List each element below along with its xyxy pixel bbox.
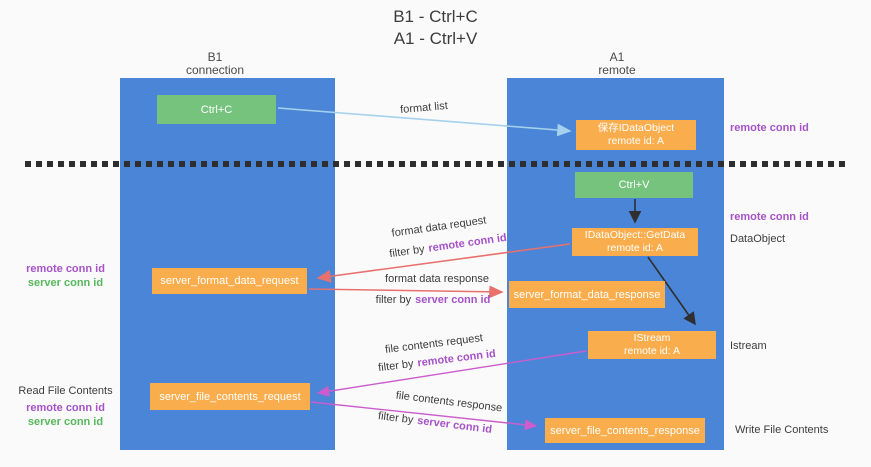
- getdata-line1: IDataObject::GetData: [584, 229, 686, 241]
- server-conn-id-highlight: server conn id: [415, 294, 491, 306]
- remote-conn-id-highlight: remote conn id: [427, 231, 508, 255]
- istream-line1: IStream: [633, 332, 671, 344]
- server-file-contents-request-label: server_file_contents_request: [159, 390, 301, 403]
- ctrl-v-box: Ctrl+V: [575, 172, 693, 198]
- idataobject-getdata-box: IDataObject::GetData remote id: A: [572, 228, 698, 256]
- filter-by-text: filter by: [377, 410, 415, 427]
- server-file-contents-request-box: server_file_contents_request: [150, 383, 310, 410]
- server-conn-id-left-2: server conn id: [27, 416, 104, 428]
- istream-side-label: Istream: [730, 340, 767, 352]
- lane-right-name: A1: [609, 50, 625, 64]
- remote-conn-id-right-2: remote conn id: [730, 211, 809, 223]
- save-idataobject-line2: remote id: A: [607, 135, 665, 147]
- server-format-data-response-box: server_format_data_response: [509, 281, 665, 308]
- server-file-contents-response-box: server_file_contents_response: [545, 418, 705, 443]
- save-idataobject-line1: 保存IDataObject: [597, 122, 675, 134]
- remote-conn-id-left-2: remote conn id: [26, 402, 105, 414]
- title-line-2: A1 - Ctrl+V: [393, 29, 478, 48]
- format-data-response-label: format data response: [385, 273, 489, 285]
- lane-right-role: remote: [598, 63, 636, 77]
- lane-left-header: B1 connection: [135, 51, 295, 77]
- lane-left-role: connection: [185, 63, 245, 77]
- arrow-format-data-response: [308, 285, 504, 299]
- file-contents-response-label: file contents response: [395, 389, 503, 415]
- istream-box: IStream remote id: A: [588, 331, 716, 359]
- server-conn-id-highlight: server conn id: [416, 414, 493, 436]
- write-file-contents-label: Write File Contents: [735, 424, 829, 436]
- istream-line2: remote id: A: [623, 345, 681, 357]
- ctrl-v-label: Ctrl+V: [618, 179, 650, 191]
- server-conn-id-left-1: server conn id: [27, 277, 104, 289]
- remote-conn-id-right-1: remote conn id: [730, 122, 809, 134]
- server-format-data-request-label: server_format_data_request: [160, 275, 299, 287]
- save-idataobject-box: 保存IDataObject remote id: A: [576, 120, 696, 150]
- getdata-line2: remote id: A: [606, 242, 664, 254]
- title-line-1: B1 - Ctrl+C: [393, 7, 478, 26]
- filter-by-text: filter by: [388, 243, 426, 261]
- filter-by-text: filter by: [375, 294, 412, 306]
- ctrl-c-label: Ctrl+C: [200, 103, 233, 116]
- dataobject-label: DataObject: [730, 233, 786, 245]
- remote-conn-id-highlight: remote conn id: [416, 347, 497, 370]
- server-file-contents-response-label: server_file_contents_response: [550, 424, 700, 437]
- lane-right-header: A1 remote: [537, 51, 697, 77]
- server-format-data-request-box: server_format_data_request: [152, 268, 307, 294]
- format-list-label: format list: [399, 99, 449, 117]
- remote-conn-id-left-1: remote conn id: [26, 263, 105, 275]
- ctrl-c-box: Ctrl+C: [157, 95, 276, 124]
- read-file-contents-label: Read File Contents: [18, 385, 113, 397]
- page-title: B1 - Ctrl+C A1 - Ctrl+V: [0, 6, 871, 50]
- server-format-data-response-label: server_format_data_response: [513, 288, 661, 301]
- filter-by-text: filter by: [377, 357, 415, 375]
- lane-left-name: B1: [207, 50, 223, 64]
